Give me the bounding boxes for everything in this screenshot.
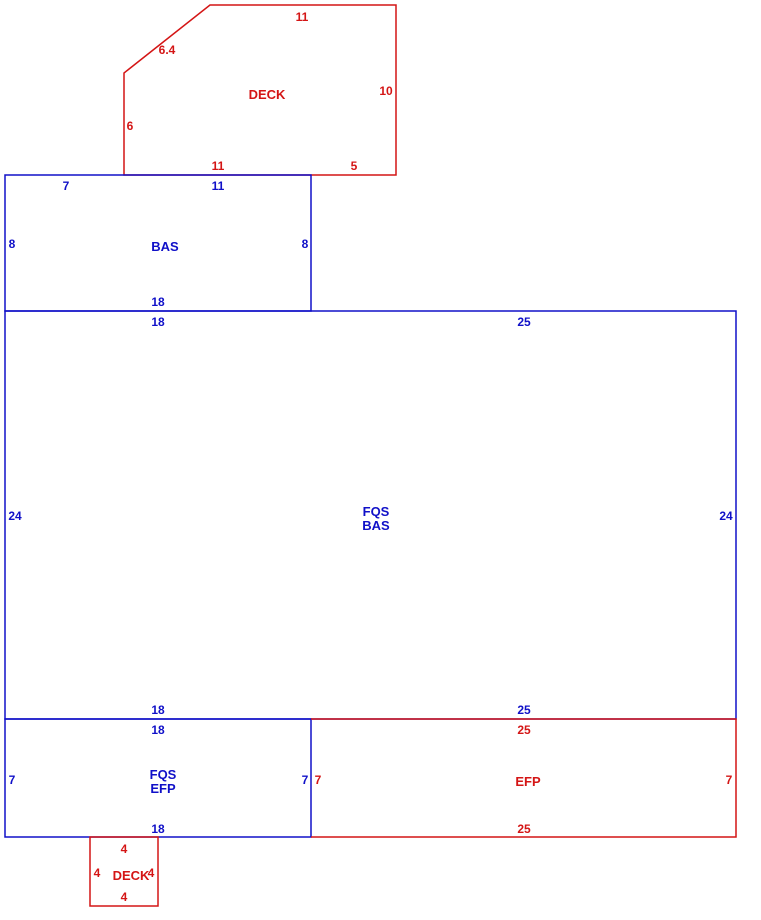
- deck-top-dim-diag: 6.4: [159, 43, 176, 57]
- main-label-line2: BAS: [362, 518, 390, 533]
- bas-top-dim-bottom: 18: [151, 295, 165, 309]
- deck-top-label: DECK: [249, 87, 286, 102]
- efp-left-label-line1: FQS: [150, 767, 177, 782]
- deck-top-dim-left: 6: [127, 119, 134, 133]
- efp-right-dim-left: 7: [315, 773, 322, 787]
- main-dim-right: 24: [719, 509, 733, 523]
- bas-top-dim-right: 8: [302, 237, 309, 251]
- efp-left-dim-left: 7: [9, 773, 16, 787]
- deck-top-dim-right: 10: [379, 84, 393, 98]
- deck-small-dim-right: 4: [148, 866, 155, 880]
- main-dim-top-left: 18: [151, 315, 165, 329]
- efp-left-dim-top: 18: [151, 723, 165, 737]
- deck-top-dim-top: 11: [296, 10, 309, 24]
- deck-top-dim-bottom-right: 5: [351, 159, 358, 173]
- bas-top-dim-left: 8: [9, 237, 16, 251]
- efp-right-dim-bottom: 25: [517, 822, 531, 836]
- efp-right-outline: [311, 718, 737, 838]
- main-dim-bottom-left: 18: [151, 703, 165, 717]
- bas-top-dim-top-left: 7: [63, 179, 70, 193]
- main-dim-bottom-right: 25: [517, 703, 531, 717]
- deck-small-outline: [89, 836, 159, 907]
- main-dim-left: 24: [8, 509, 22, 523]
- deck-small-dim-top: 4: [121, 842, 128, 856]
- efp-right-label: EFP: [515, 774, 541, 789]
- bas-top-dim-top-right: 11: [212, 179, 225, 193]
- deck-small-dim-bottom: 4: [121, 890, 128, 904]
- deck-top-dim-bottom-left: 11: [212, 159, 225, 173]
- efp-left-dim-right: 7: [302, 773, 309, 787]
- efp-left-label-line2: EFP: [150, 781, 176, 796]
- efp-left-dim-bottom: 18: [151, 822, 165, 836]
- main-label-line1: FQS: [363, 504, 390, 519]
- deck-small-dim-left: 4: [94, 866, 101, 880]
- deck-small-label: DECK: [113, 868, 150, 883]
- efp-right-dim-right: 7: [726, 773, 733, 787]
- main-dim-top-right: 25: [517, 315, 531, 329]
- efp-right-dim-top: 25: [517, 723, 531, 737]
- bas-top-label: BAS: [151, 239, 179, 254]
